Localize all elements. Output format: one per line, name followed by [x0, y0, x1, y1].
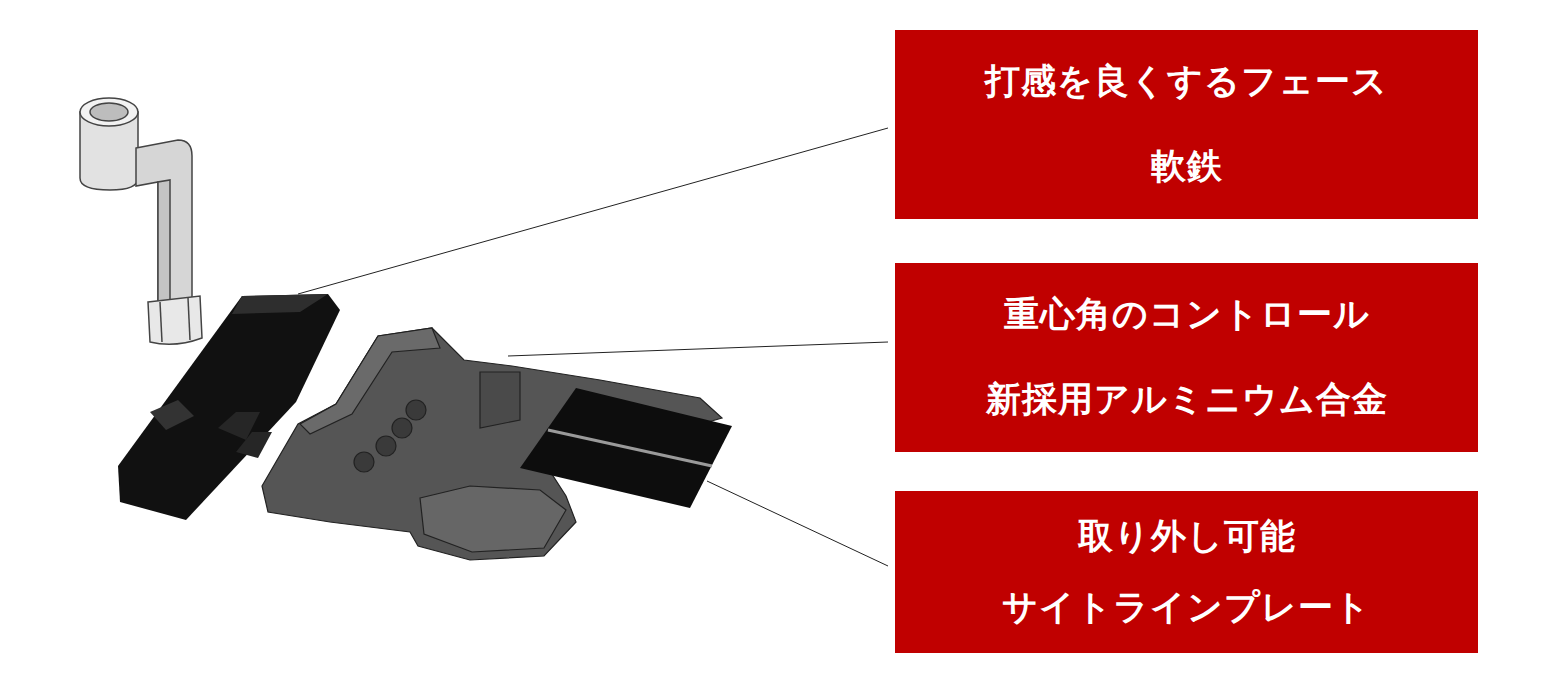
feature-heading: 取り外し可能 [1078, 515, 1296, 559]
leader-lines [298, 128, 888, 566]
callout-box: 打感を良くするフェース軟鉄 [895, 30, 1478, 219]
hosel [80, 98, 202, 344]
feature-heading: 打感を良くするフェース [985, 60, 1388, 104]
callout-box: 取り外し可能サイトラインプレート [895, 491, 1478, 653]
callout-box: 重心角のコントロール新採用アルミニウム合金 [895, 263, 1478, 452]
material-text: 軟鉄 [1151, 145, 1223, 189]
feature-heading: 重心角のコントロール [1004, 293, 1370, 337]
sightline-plate [520, 388, 732, 508]
material-text: サイトラインプレート [1002, 586, 1371, 630]
material-text: 新採用アルミニウム合金 [986, 378, 1388, 422]
